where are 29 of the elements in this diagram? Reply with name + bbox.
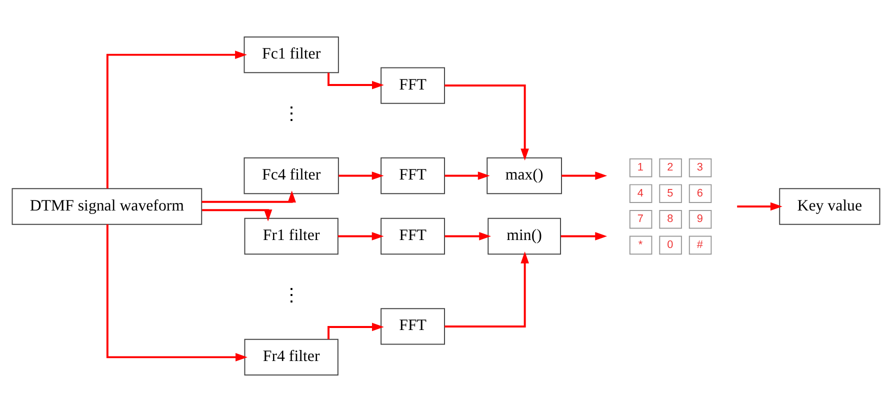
arrow [562, 171, 608, 180]
arrow [444, 84, 529, 160]
arrow [328, 322, 384, 339]
arrow [444, 251, 529, 327]
arrow [106, 224, 248, 361]
node-box: Fc4 filter [244, 156, 339, 194]
arrow [328, 72, 384, 89]
node-box: Fc1 filter [244, 36, 339, 73]
arrow [202, 190, 296, 202]
label: ⋮ [282, 103, 300, 124]
arrow [444, 232, 492, 240]
label: ⋮ [282, 284, 300, 305]
node-box: FFT [380, 156, 445, 194]
arrow [338, 171, 384, 180]
node-box: DTMF signal waveform [12, 188, 202, 224]
arrow [106, 50, 247, 188]
node-box: FFT [380, 308, 445, 344]
arrow [444, 171, 490, 180]
arrow [560, 232, 608, 240]
node-box: Fr1 filter [244, 217, 338, 254]
node-box: min() [488, 217, 561, 254]
arrow [338, 232, 384, 240]
node-box: Fr4 filter [244, 338, 338, 376]
node-box: Key value [779, 188, 880, 224]
node-box: FFT [380, 217, 445, 254]
node-box: FFT [380, 66, 445, 104]
node-box: max() [486, 156, 562, 194]
arrow [737, 202, 782, 210]
arrow [202, 208, 272, 221]
